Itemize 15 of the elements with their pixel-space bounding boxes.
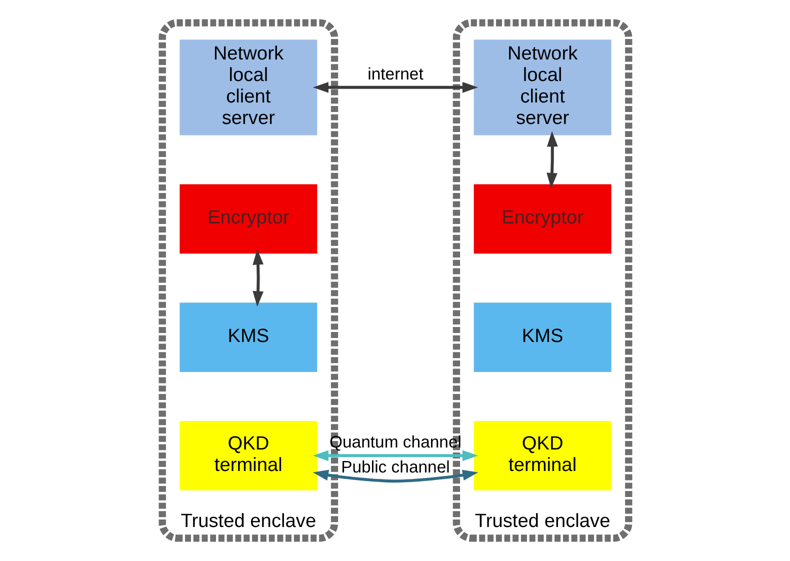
node-box: Encryptor	[179, 184, 317, 254]
arrow	[252, 249, 264, 307]
node-box: Network local client server	[179, 40, 317, 136]
node-box: Network local client server	[473, 40, 611, 136]
node-box: QKD terminal	[179, 421, 317, 490]
arrow	[312, 470, 478, 483]
edge-label: Public channel	[340, 458, 450, 477]
arrow	[312, 450, 478, 462]
arrow	[546, 131, 558, 188]
node-box: QKD terminal	[473, 421, 611, 490]
node-box: KMS	[179, 302, 317, 372]
arrow	[312, 82, 478, 93]
node-box: KMS	[473, 302, 611, 372]
node-box: Encryptor	[473, 184, 611, 254]
edge-label: internet	[367, 64, 423, 84]
